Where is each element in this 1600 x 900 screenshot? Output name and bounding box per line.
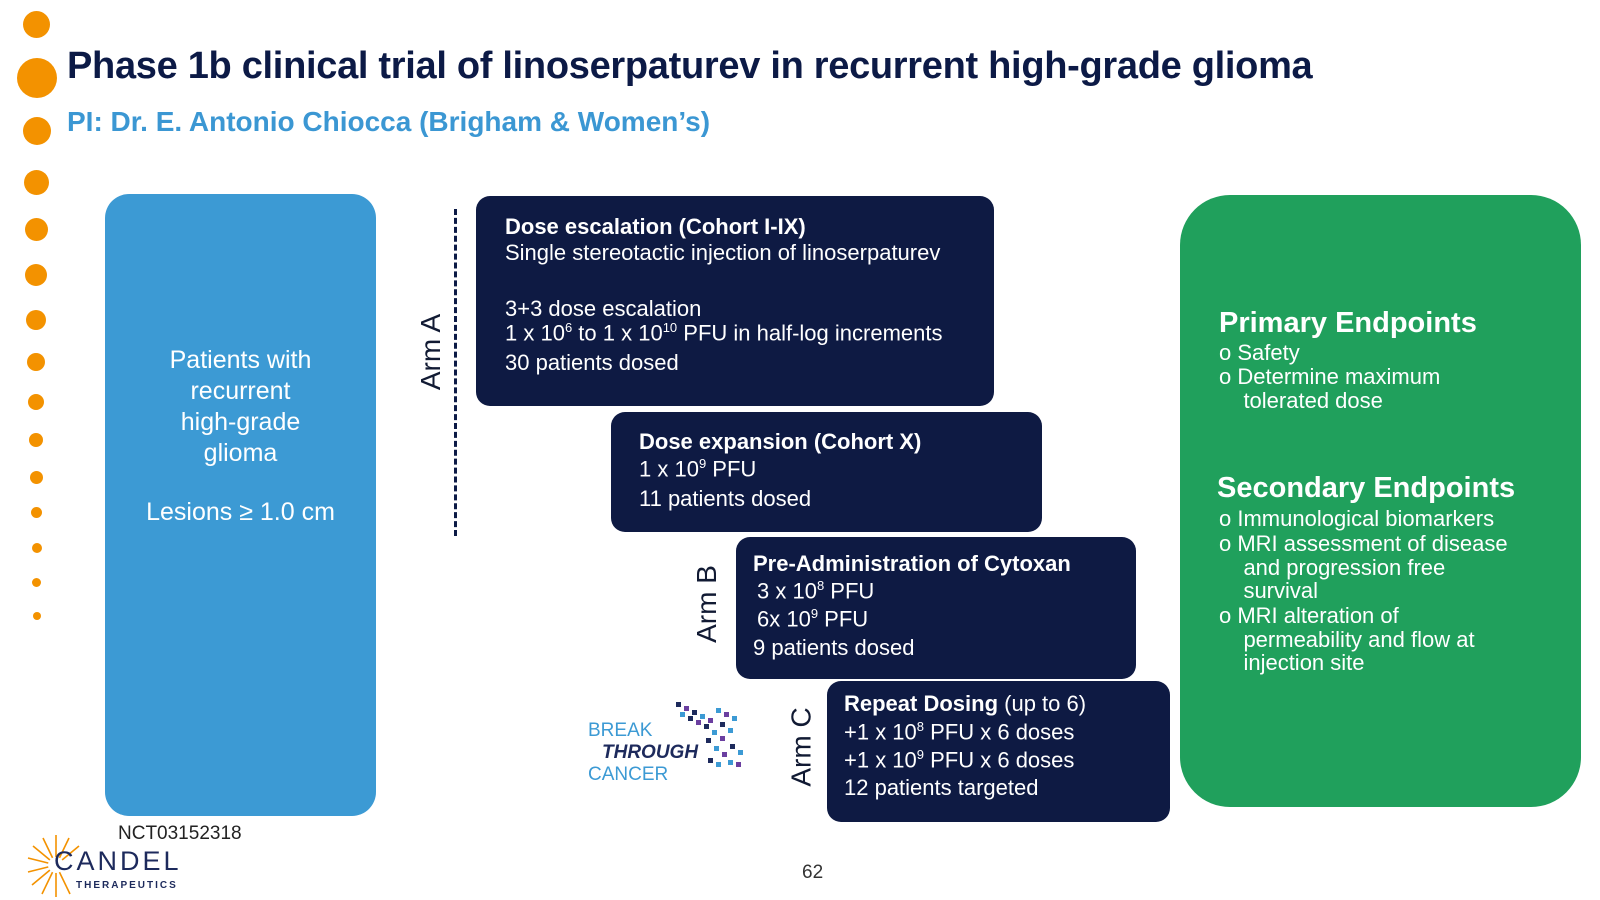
secondary-endpoints-heading: Secondary Endpoints (1217, 472, 1516, 504)
secondary-endpoint-item: survival (1219, 578, 1319, 603)
candel-subtitle: THERAPEUTICS (76, 880, 178, 891)
dose-exponent: 10 (662, 320, 678, 335)
secondary-endpoint-item: o Immunological biomarkers (1219, 506, 1495, 531)
cytoxan-box: Pre-Administration of Cytoxan 3 x 108 PF… (736, 537, 1136, 679)
decor-dot (25, 264, 47, 286)
primary-endpoints-heading: Primary Endpoints (1219, 307, 1477, 339)
decor-dot (29, 433, 43, 447)
patients-line: glioma (203, 439, 278, 467)
decor-dot (30, 471, 43, 484)
candel-therapeutics-logo: CANDEL THERAPEUTICS (27, 835, 182, 897)
repeat-dosing-box: Repeat Dosing (up to 6) +1 x 108 PFU x 6… (827, 681, 1170, 822)
expansion-heading: Dose expansion (Cohort X) (639, 429, 922, 454)
dose-unit: PFU (824, 578, 875, 604)
page-subtitle: PI: Dr. E. Antonio Chiocca (Brigham & Wo… (67, 106, 711, 137)
btc-line-2: THROUGH (602, 742, 699, 763)
repeat-heading: Repeat Dosing (844, 691, 999, 716)
secondary-endpoint-item: injection site (1219, 650, 1365, 675)
escalation-heading: Dose escalation (Cohort I-IX) (505, 214, 806, 239)
escalation-patients-dosed: 30 patients dosed (505, 350, 679, 375)
dose-exponent: 9 (916, 747, 925, 762)
dose-base: +1 x 10 (844, 747, 917, 773)
arm-b-label: Arm B (690, 565, 722, 643)
arm-a-divider (454, 209, 457, 536)
escalation-dose-range: 1 x 106 to 1 x 1010 PFU in half-log incr… (505, 320, 942, 346)
cytoxan-heading: Pre-Administration of Cytoxan (753, 551, 1071, 576)
expansion-dose: 1 x 109 PFU (639, 456, 756, 482)
decor-dot (32, 543, 42, 553)
decor-dot (32, 578, 41, 587)
decor-dot (26, 310, 46, 330)
primary-endpoint-item: o Safety (1219, 340, 1300, 365)
candel-wordmark: CANDEL (54, 846, 182, 876)
decor-dot (17, 58, 57, 98)
decor-dot (23, 11, 50, 38)
patients-line: high-grade (180, 408, 301, 436)
page-number: 62 (802, 862, 824, 883)
dose-exponent: 9 (810, 606, 819, 621)
dose-unit: PFU in half-log increments (677, 320, 943, 346)
cytoxan-patients-dosed: 9 patients dosed (753, 635, 915, 660)
arm-c-label: Arm C (785, 707, 817, 787)
secondary-endpoint-item: and progression free (1219, 555, 1446, 580)
dose-unit: PFU x 6 doses (924, 747, 1075, 773)
lesion-criteria: Lesions ≥ 1.0 cm (146, 498, 335, 526)
decor-dot (27, 353, 45, 371)
secondary-endpoint-item: permeability and flow at (1219, 627, 1475, 652)
btc-line-1: BREAK (588, 720, 653, 741)
escalation-description: Single stereotactic injection of linoser… (505, 240, 941, 265)
arm-a-label: Arm A (415, 313, 447, 391)
dose-exponent: 9 (698, 456, 707, 471)
endpoints-box: Primary Endpoints o Safety o Determine m… (1180, 195, 1581, 807)
btc-pixel-mark (676, 702, 743, 767)
decor-dot (23, 117, 51, 145)
btc-line-3: CANCER (588, 764, 668, 785)
cytoxan-dose-2: 6x 109 PFU (757, 606, 868, 632)
decor-dot (28, 394, 44, 410)
cytoxan-dose-1: 3 x 108 PFU (757, 578, 874, 604)
dose-base: 1 x 10 (505, 320, 565, 346)
decor-dot (25, 218, 48, 241)
expansion-patients-dosed: 11 patients dosed (639, 486, 812, 511)
patient-population-box: Patients with recurrent high-grade gliom… (105, 194, 376, 816)
sunburst-center (48, 857, 64, 873)
patients-line: recurrent (190, 377, 291, 405)
primary-endpoint-item: o Determine maximum (1219, 364, 1441, 389)
dose-base: 3 x 10 (757, 578, 817, 604)
repeat-dose-1: +1 x 108 PFU x 6 doses (844, 719, 1074, 745)
escalation-scheme: 3+3 dose escalation (505, 296, 702, 321)
dose-base: +1 x 10 (844, 719, 917, 745)
break-through-cancer-logo: BREAK THROUGH CANCER (588, 702, 743, 785)
dose-expansion-box: Dose expansion (Cohort X) 1 x 109 PFU 11… (611, 412, 1042, 532)
patients-line: Patients with (169, 346, 312, 374)
dose-escalation-box: Dose escalation (Cohort I-IX) Single ste… (476, 196, 994, 406)
repeat-heading-line: Repeat Dosing (up to 6) (844, 691, 1086, 717)
dose-base: to 1 x 10 (572, 320, 663, 346)
dose-unit: PFU x 6 doses (924, 719, 1075, 745)
decor-dot (33, 612, 41, 620)
secondary-endpoint-item: o MRI assessment of disease (1219, 531, 1508, 556)
decor-dot (31, 507, 42, 518)
decor-dot (24, 170, 49, 195)
repeat-patients-targeted: 12 patients targeted (844, 775, 1039, 800)
dose-base: 6x 10 (757, 606, 811, 632)
dose-exponent: 8 (816, 578, 825, 593)
dose-base: 1 x 10 (639, 456, 699, 482)
repeat-dose-2: +1 x 109 PFU x 6 doses (844, 747, 1074, 773)
dose-exponent: 8 (916, 719, 925, 734)
dose-unit: PFU (706, 456, 757, 482)
trial-identifier: NCT03152318 (118, 823, 242, 844)
page-title: Phase 1b clinical trial of linoserpature… (67, 45, 1313, 87)
dose-unit: PFU (818, 606, 869, 632)
primary-endpoint-item: tolerated dose (1219, 388, 1383, 413)
dose-exponent: 6 (564, 320, 573, 335)
repeat-heading-note: (up to 6) (998, 691, 1087, 716)
secondary-endpoint-item: o MRI alteration of (1219, 603, 1399, 628)
